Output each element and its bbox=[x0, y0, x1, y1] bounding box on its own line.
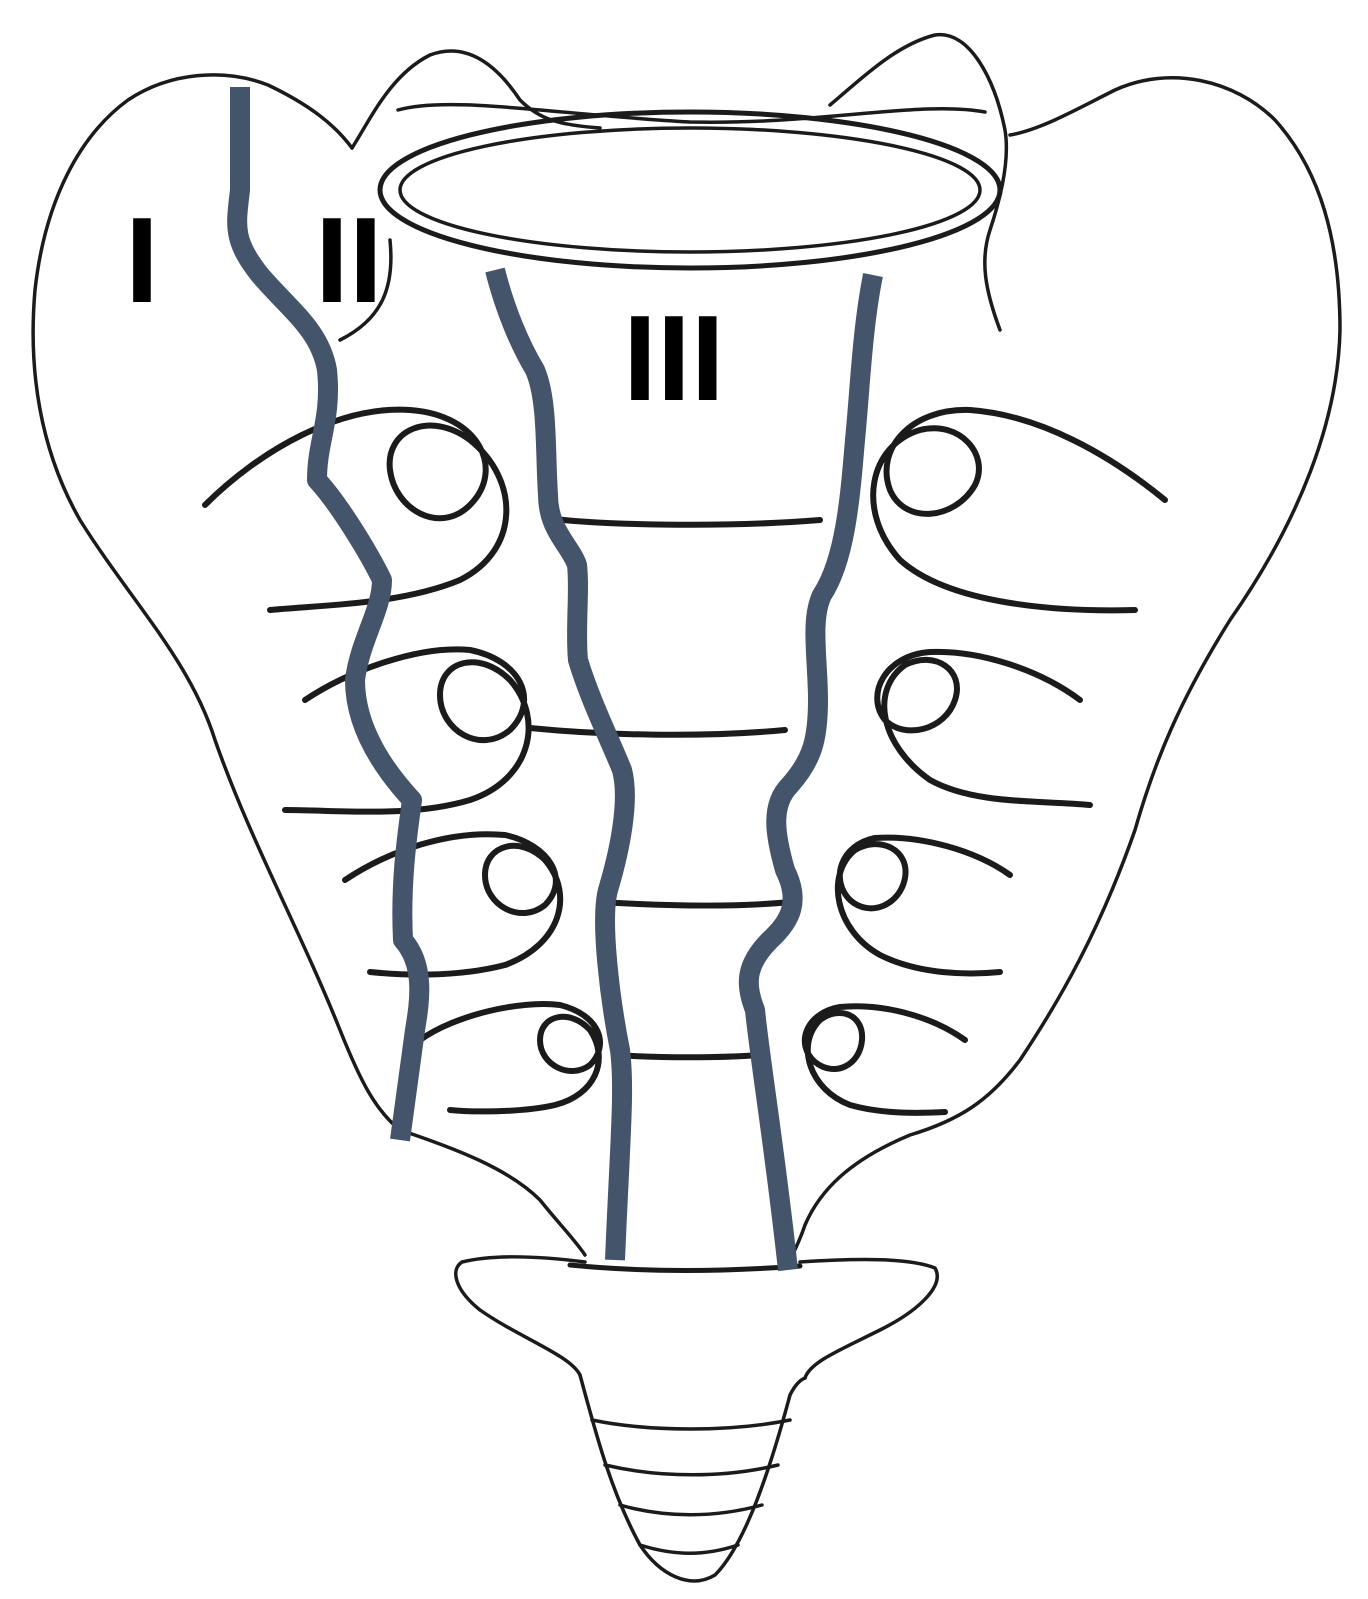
right-foramen-3 bbox=[838, 838, 1010, 974]
coccyx-segment-line-3 bbox=[620, 1505, 762, 1515]
left-foramen-1 bbox=[205, 410, 506, 610]
promontory-outer bbox=[380, 112, 1000, 268]
zone-labels: I II III bbox=[125, 192, 725, 426]
ridge-2 bbox=[530, 728, 785, 735]
left-foramen-4 bbox=[420, 1004, 600, 1111]
right-foramen-2 bbox=[877, 652, 1090, 805]
coccyx-taper bbox=[580, 1375, 805, 1581]
ridge-3 bbox=[600, 902, 790, 905]
left-foramen-3 bbox=[345, 834, 560, 974]
coccyx-segment-line-4 bbox=[640, 1545, 738, 1553]
ridge-4 bbox=[615, 1055, 760, 1057]
zone-label-1: I bbox=[125, 192, 159, 328]
zone-label-3: III bbox=[623, 290, 725, 426]
right-foramen-1 bbox=[873, 410, 1165, 610]
right-sacral-foramina bbox=[805, 410, 1165, 1113]
right-articular-process bbox=[830, 35, 1006, 330]
boundary-line-right-zone3 bbox=[749, 275, 873, 1270]
promontory-inner bbox=[400, 128, 980, 252]
coccyx-segment-line-1 bbox=[592, 1420, 790, 1429]
coccyx bbox=[456, 1257, 937, 1581]
coccyx-first-segment bbox=[456, 1257, 937, 1378]
sacrococcygeal-joint bbox=[570, 1265, 800, 1270]
zone-label-2: II bbox=[315, 192, 383, 328]
right-foramen-4 bbox=[805, 1006, 965, 1113]
coccyx-segment-line-2 bbox=[605, 1465, 778, 1475]
ridge-1 bbox=[545, 518, 820, 525]
